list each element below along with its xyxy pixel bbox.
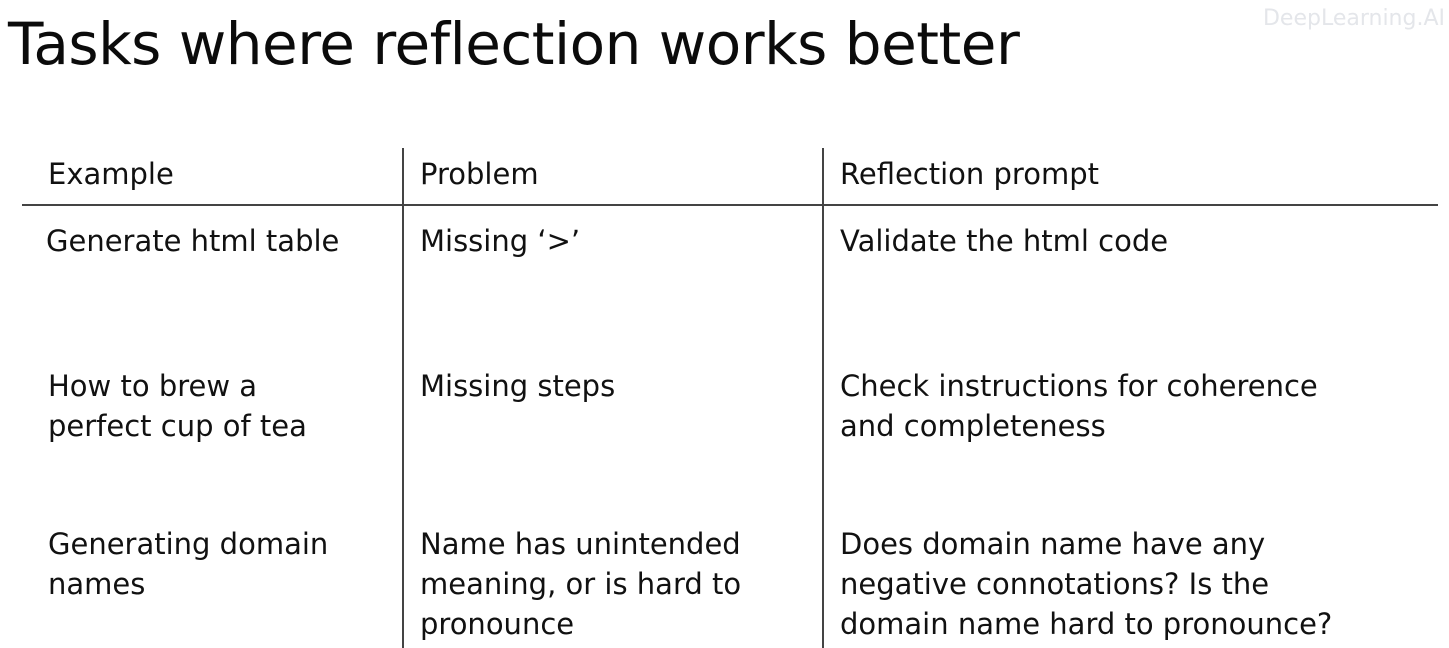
column-header-reflection-prompt: Reflection prompt xyxy=(840,157,1099,191)
table-row-2-example: How to brew a perfect cup of tea xyxy=(48,366,307,446)
cell-line: Missing steps xyxy=(420,369,616,403)
cell-line: meaning, or is hard to xyxy=(420,567,742,601)
table-row-1-problem: Missing ‘>’ xyxy=(420,221,580,261)
table-row-3-problem: Name has unintended meaning, or is hard … xyxy=(420,524,741,644)
table-row-2-problem: Missing steps xyxy=(420,366,615,406)
cell-line: negative connotations? Is the xyxy=(840,567,1270,601)
table-row-2-reflection-prompt: Check instructions for coherence and com… xyxy=(840,366,1318,446)
cell-line: How to brew a xyxy=(48,369,258,403)
cell-line: and completeness xyxy=(840,409,1106,443)
cell-line: perfect cup of tea xyxy=(48,409,307,443)
cell-line: Does domain name have any xyxy=(840,527,1266,561)
slide-title: Tasks where reflection works better xyxy=(8,10,1020,78)
column-header-problem: Problem xyxy=(420,157,539,191)
table-row-3-example: Generating domain names xyxy=(48,524,328,604)
cell-line: domain name hard to pronounce? xyxy=(840,607,1333,641)
column-divider-1 xyxy=(402,148,404,648)
cell-line: Name has unintended xyxy=(420,527,741,561)
cell-line: Check instructions for coherence xyxy=(840,369,1318,403)
table-row-1-example: Generate html table xyxy=(46,221,339,261)
table-row-3-reflection-prompt: Does domain name have any negative conno… xyxy=(840,524,1332,644)
cell-line: Generating domain xyxy=(48,527,329,561)
table-row-1-reflection-prompt: Validate the html code xyxy=(840,221,1168,261)
header-divider xyxy=(22,204,1438,206)
column-header-example: Example xyxy=(48,157,174,191)
cell-line: names xyxy=(48,567,146,601)
cell-line: Validate the html code xyxy=(840,224,1169,258)
column-divider-2 xyxy=(822,148,824,648)
cell-line: pronounce xyxy=(420,607,575,641)
cell-line: Missing ‘>’ xyxy=(420,224,581,258)
watermark-logo: DeepLearning.AI xyxy=(1262,6,1445,31)
cell-line: Generate html table xyxy=(46,224,340,258)
